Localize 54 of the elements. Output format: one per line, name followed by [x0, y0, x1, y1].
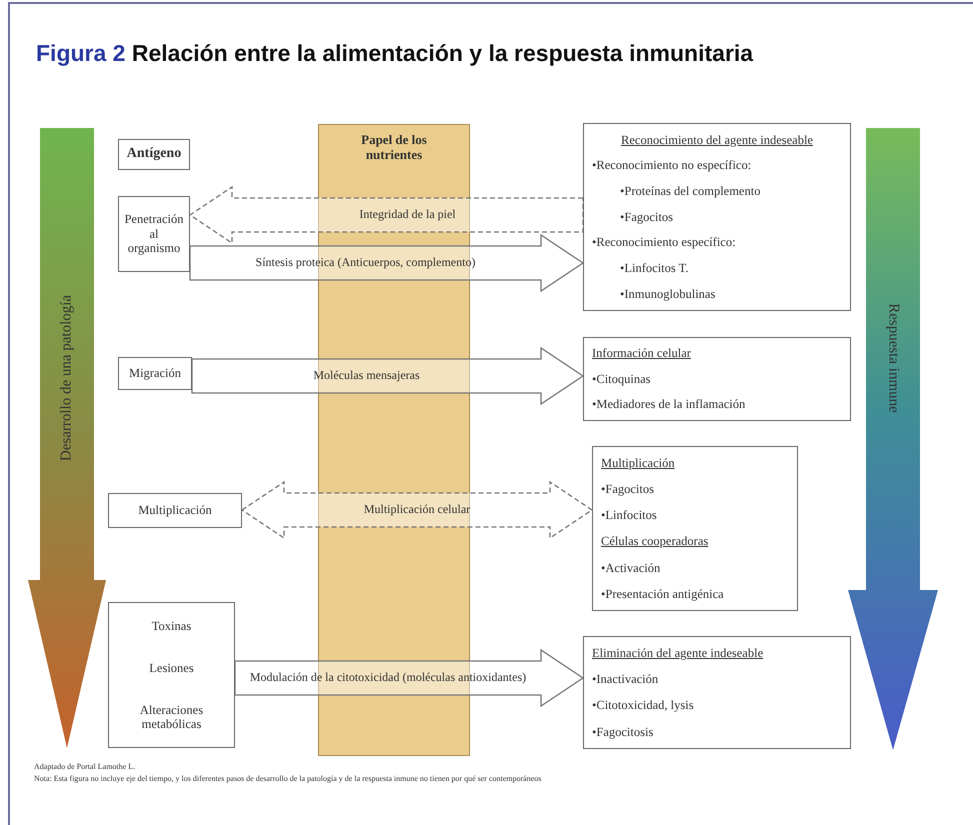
arrow-caption: Respuesta inmune [884, 303, 902, 413]
stage-box [118, 196, 190, 272]
list-item: •Fagocitos [601, 482, 654, 496]
edge-label: Integridad de la piel [358, 206, 457, 224]
figure-title: Figura 2 Relación entre la alimentación y la respuesta inmunitaria [36, 40, 754, 67]
block-arrow [191, 346, 584, 406]
stage-label: Alteraciones metabólicas [138, 702, 204, 732]
list-item: •Proteínas del complemento [619, 184, 760, 198]
edge-label: Moléculas mensajeras [312, 367, 421, 384]
list-item: •Inmunoglobulinas [619, 286, 716, 302]
edge-label: Síntesis proteica (Anticuerpos, complemento) [254, 254, 476, 272]
list-item: •Reconocimiento específico: [592, 235, 736, 250]
list-item: •Inactivación [592, 672, 658, 687]
list-item: •Mediadores de la inflamación [592, 397, 746, 412]
stage-label: Penetración al organismo [123, 212, 184, 256]
list-item: •Citoquinas [592, 372, 651, 386]
stage-box [108, 602, 235, 748]
progression-arrow [848, 128, 938, 750]
footnote: Nota: Esta figura no incluye eje del tiempo, y los diferentes pasos de desarrollo de la patología y de la respuesta inmune no tienen por qué ser contemporáneos [34, 774, 542, 783]
progression-arrow [28, 128, 106, 748]
stage-label: Multiplicación [138, 503, 212, 518]
box-heading: Reconocimiento del agente indeseable [621, 132, 813, 148]
block-arrow [240, 480, 594, 540]
response-box [592, 446, 798, 611]
footnote: Adaptado de Portal Lamothe L. [34, 762, 136, 771]
edge-label: Multiplicación celular [362, 501, 472, 518]
block-arrow [189, 234, 584, 292]
box-heading: Información celular [592, 346, 691, 361]
edge-label: Modulación de la citotoxicidad (moléculas antioxidantes) [248, 669, 528, 686]
stage-label: Antígeno [126, 146, 182, 163]
list-item: •Citotoxicidad, lysis [592, 698, 694, 713]
response-box [583, 123, 851, 311]
list-item: •Presentación antigénica [601, 586, 724, 602]
stage-box [108, 493, 242, 528]
list-item: •Linfocitos T. [619, 261, 688, 276]
block-arrow [188, 186, 584, 244]
stage-box [118, 139, 190, 170]
list-item: •Reconocimiento no específico: [592, 158, 752, 173]
stage-label: Migración [128, 366, 182, 381]
list-item: •Activación [601, 560, 660, 575]
box-heading: Eliminación del agente indeseable [592, 646, 764, 660]
arrow-caption: Desarrollo de una patología [58, 294, 76, 462]
band-heading: Papel de los nutrientes [360, 133, 428, 163]
response-box [583, 636, 851, 749]
stage-box [118, 357, 192, 390]
response-box [583, 337, 851, 421]
stage-label: Toxinas [152, 618, 192, 634]
box-heading: Multiplicación [601, 456, 675, 470]
stage-label: Lesiones [149, 660, 194, 675]
list-item: •Linfocitos [601, 508, 657, 523]
block-arrow [234, 648, 584, 708]
list-item: •Fagocitosis [592, 724, 654, 740]
list-item: •Fagocitos [619, 210, 673, 224]
box-heading: Células cooperadoras [601, 534, 708, 549]
